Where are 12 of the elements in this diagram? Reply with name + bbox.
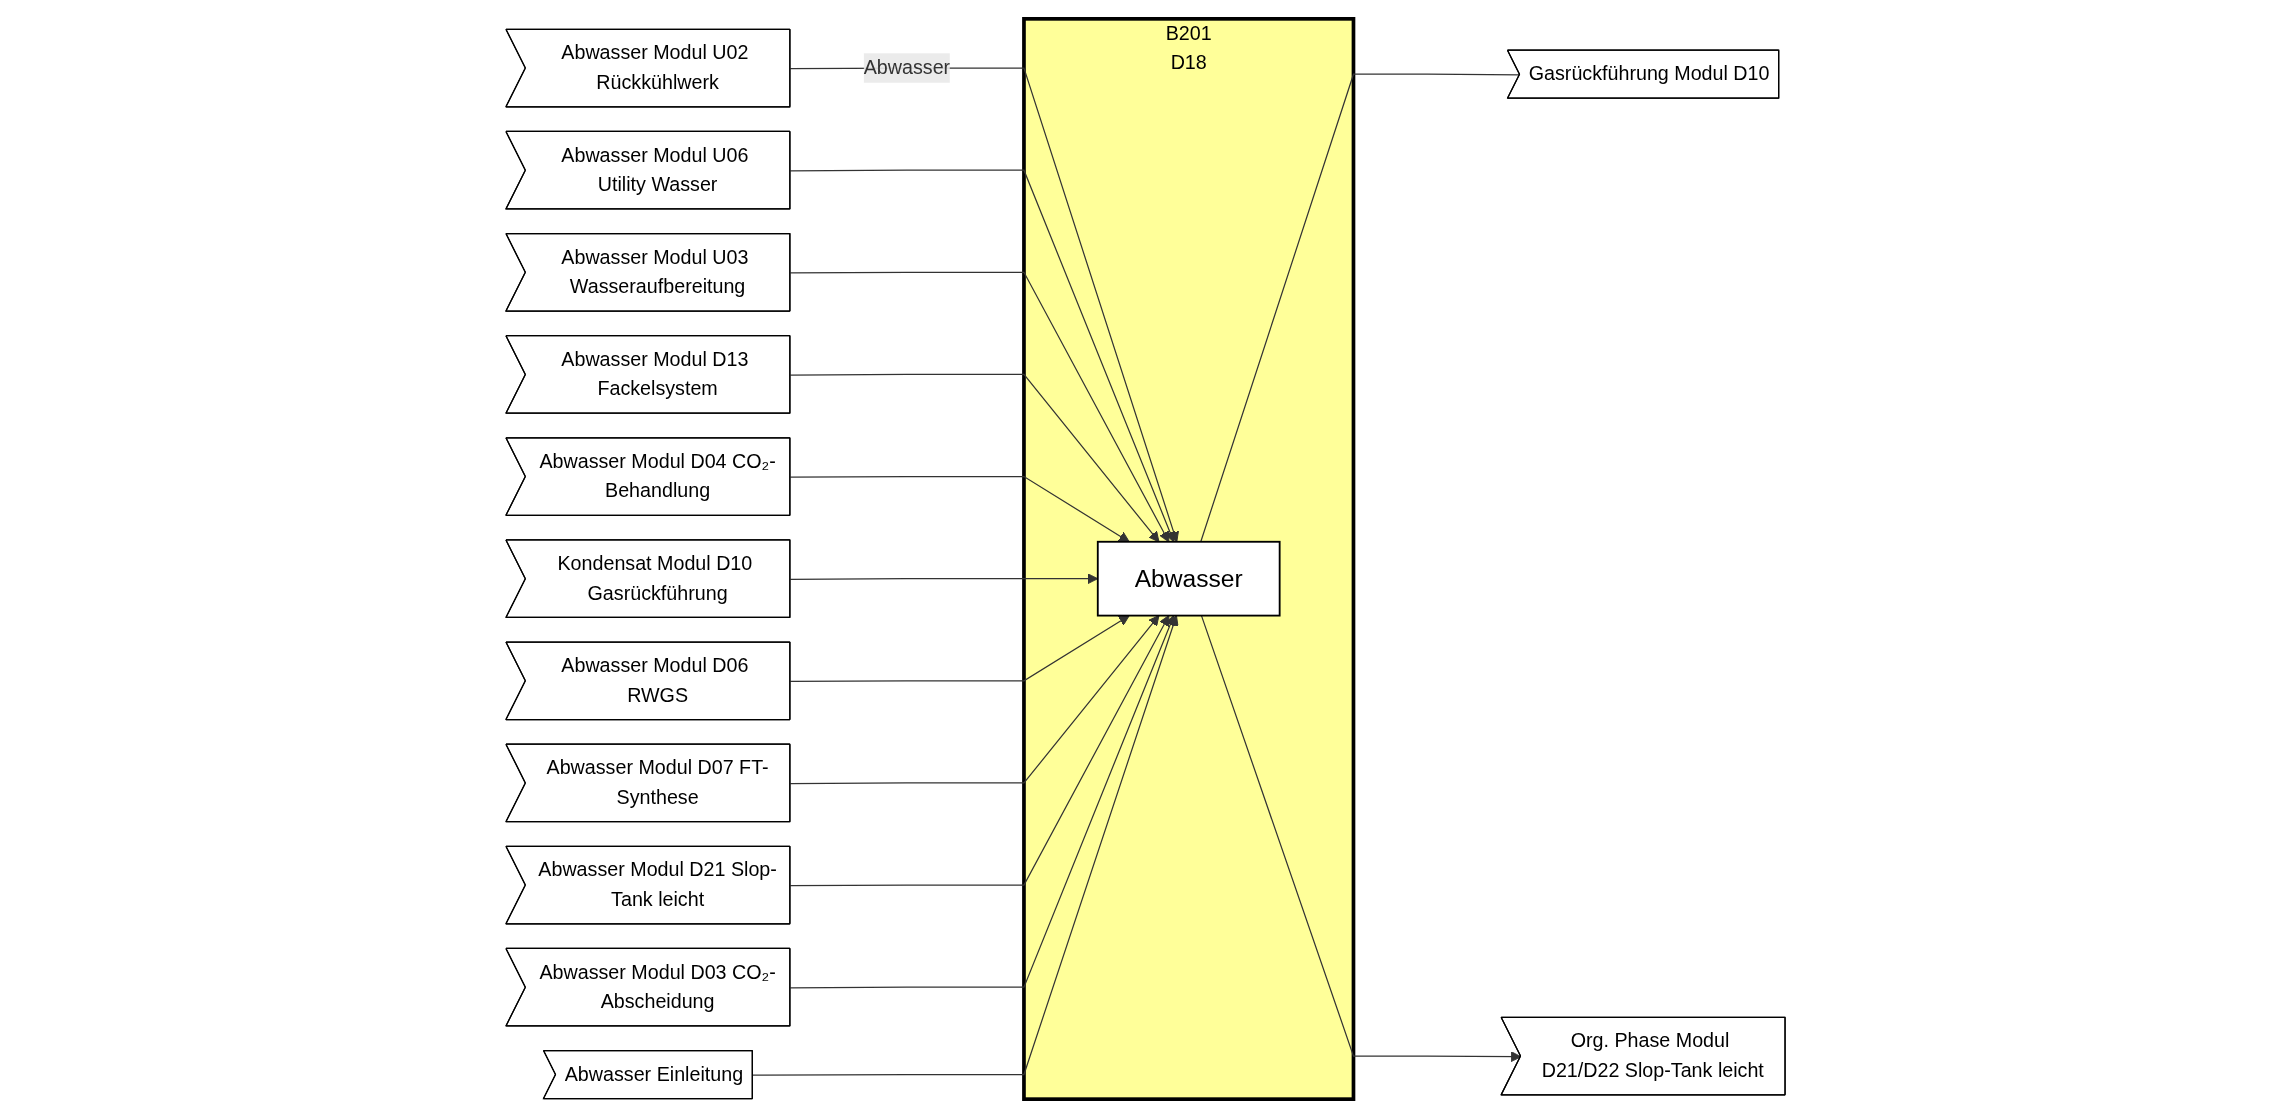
arrow [789,615,1170,887]
arrow [789,67,1179,543]
arrow [789,615,1176,989]
edge-label: Abwasser [863,56,951,78]
arrow [789,615,1130,683]
arrow [789,475,1130,543]
arrow [752,615,1179,1076]
arrow [789,169,1176,543]
arrow [789,373,1160,543]
node-box: Abwasser [1096,540,1281,617]
arrow [789,615,1160,785]
arrow [789,271,1170,543]
